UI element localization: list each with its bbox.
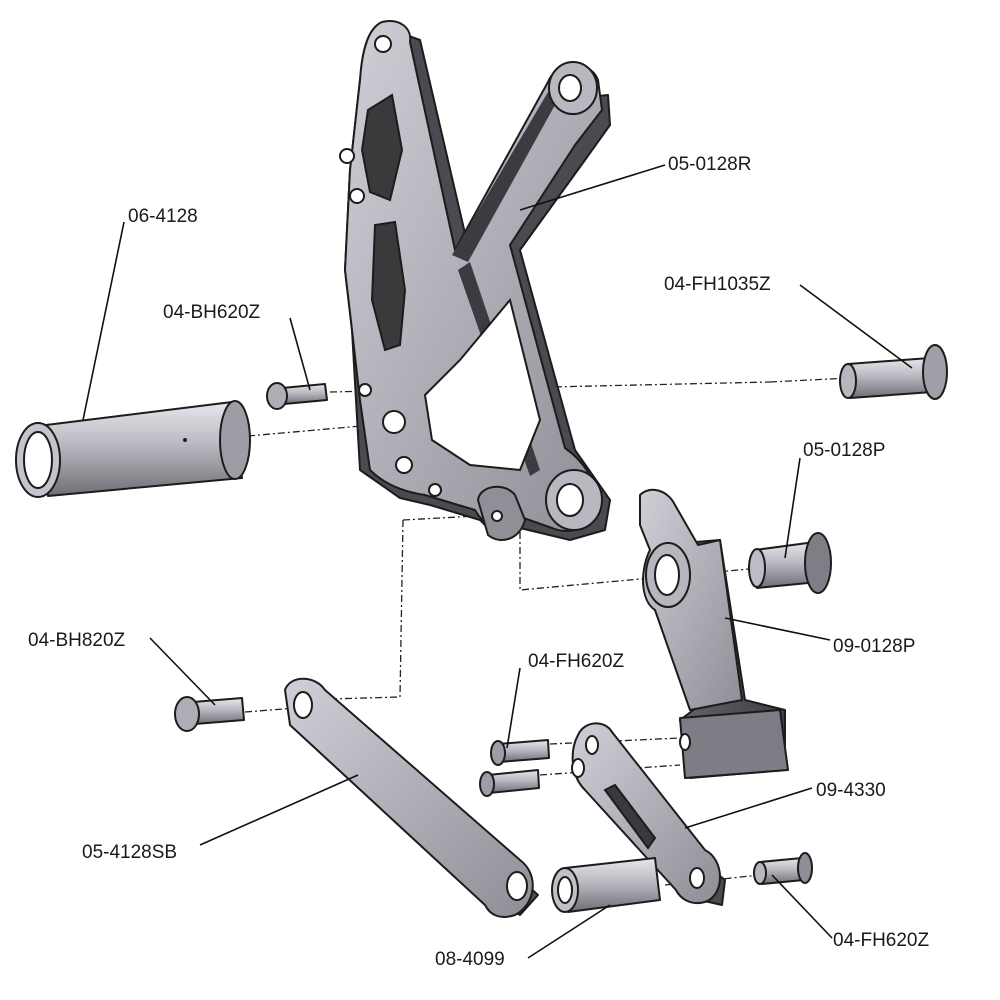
lever-bore [654, 554, 680, 596]
leader-footpeg [82, 221, 125, 421]
clevis [571, 722, 726, 906]
leader-peg-bolt [289, 317, 311, 391]
pivot-end [748, 548, 766, 588]
linkage-bolt-head [174, 696, 200, 732]
label-linkage-bolt: 04-BH820Z [28, 630, 126, 651]
axis-plate-bolt [769, 377, 851, 383]
plate-cutout-lower [423, 297, 542, 472]
rearset-plate [339, 20, 611, 541]
plate-boss-top-hole [558, 74, 582, 102]
rod-face [284, 677, 534, 918]
clevis-slot [603, 783, 657, 850]
leader-small-bolt-lower [771, 874, 833, 939]
label-linkage-rod: 05-4128SB [82, 842, 177, 863]
label-small-bolt-upper: 04-FH620Z [528, 651, 624, 672]
small-bolt-b-shank [487, 769, 540, 794]
plate-bolt [839, 344, 948, 400]
plate-hole-low2 [428, 483, 442, 497]
small-bolts-upper [479, 739, 550, 797]
small-bolt-lower [753, 852, 813, 885]
spacer [551, 857, 661, 913]
leader-linkage-bolt [149, 637, 216, 706]
label-clevis: 09-4330 [816, 780, 886, 801]
plate-hole-bolt [358, 383, 372, 397]
plate-hole-top [374, 35, 392, 53]
plate-boss-bottom-hole [556, 483, 584, 517]
leader-linkage-rod [199, 774, 359, 846]
leader-pivot [784, 457, 801, 559]
plate-cutout-upper [360, 93, 404, 202]
leader-brake-lever [724, 617, 831, 641]
peg-bolt-shank [281, 383, 328, 405]
small-bolt-c-tip [753, 861, 767, 885]
rod-hole-bottom [506, 871, 528, 901]
small-bolt-c-head [797, 852, 813, 884]
leader-spacer [527, 904, 611, 959]
label-brake-lever: 09-0128P [833, 636, 915, 657]
lever-foot [679, 709, 789, 779]
clevis-face [571, 722, 721, 904]
leader-small-bolt-upper [506, 667, 521, 749]
plate-bolt-tip [839, 363, 857, 399]
linkage-rod [284, 677, 539, 918]
label-small-bolt-lower: 04-FH620Z [833, 930, 929, 951]
footpeg-bore [23, 431, 53, 489]
clevis-hole-2 [571, 758, 585, 778]
part-labels: 05-0128R 06-4128 04-BH620Z 04-FH1035Z 05… [28, 154, 929, 970]
label-plate-bolt: 04-FH1035Z [664, 274, 771, 295]
axis-rod-bolt [244, 707, 297, 713]
lever-foot-hole [679, 733, 691, 751]
footpeg [15, 400, 251, 498]
clevis-hole-3 [689, 867, 705, 889]
plate-bolt-shank [847, 357, 933, 399]
linkage-bolt [174, 696, 245, 732]
leader-lines [82, 164, 913, 959]
leader-rearset-plate [519, 164, 666, 211]
axis-rod-vertical [295, 519, 404, 701]
plate-hole-left [339, 148, 355, 164]
small-bolt-b-head [479, 771, 495, 797]
label-peg-bolt: 04-BH620Z [163, 302, 261, 323]
leader-clevis [684, 787, 813, 829]
plate-hole-left2 [349, 188, 365, 204]
brake-lever [639, 488, 789, 779]
plate-hole-low [395, 456, 413, 474]
label-rearset-plate: 05-0128R [668, 154, 751, 175]
plate-tab-hole [491, 510, 503, 522]
label-spacer: 08-4099 [435, 949, 505, 970]
linkage-bolt-shank [192, 697, 245, 725]
pivot-flange [804, 532, 832, 594]
label-pivot: 05-0128P [803, 440, 885, 461]
spacer-bore [557, 876, 573, 904]
peg-bolt-head [266, 382, 288, 410]
clevis-hole-1 [585, 735, 599, 755]
footpeg-pin [183, 438, 187, 442]
small-bolt-a-head [490, 740, 506, 766]
plate-hole-peg [382, 410, 406, 434]
label-footpeg: 06-4128 [128, 206, 198, 227]
plate-cutout-middle [370, 220, 407, 352]
leader-plate-bolt [799, 284, 913, 369]
rod-hole-top [293, 691, 313, 719]
spacer-body [564, 857, 661, 913]
peg-bolt [266, 382, 328, 410]
footpeg-body [37, 401, 243, 497]
footpeg-end-right [219, 400, 251, 480]
plate-bolt-head [922, 344, 948, 400]
plate-rib [452, 92, 560, 262]
pivot [748, 532, 832, 594]
